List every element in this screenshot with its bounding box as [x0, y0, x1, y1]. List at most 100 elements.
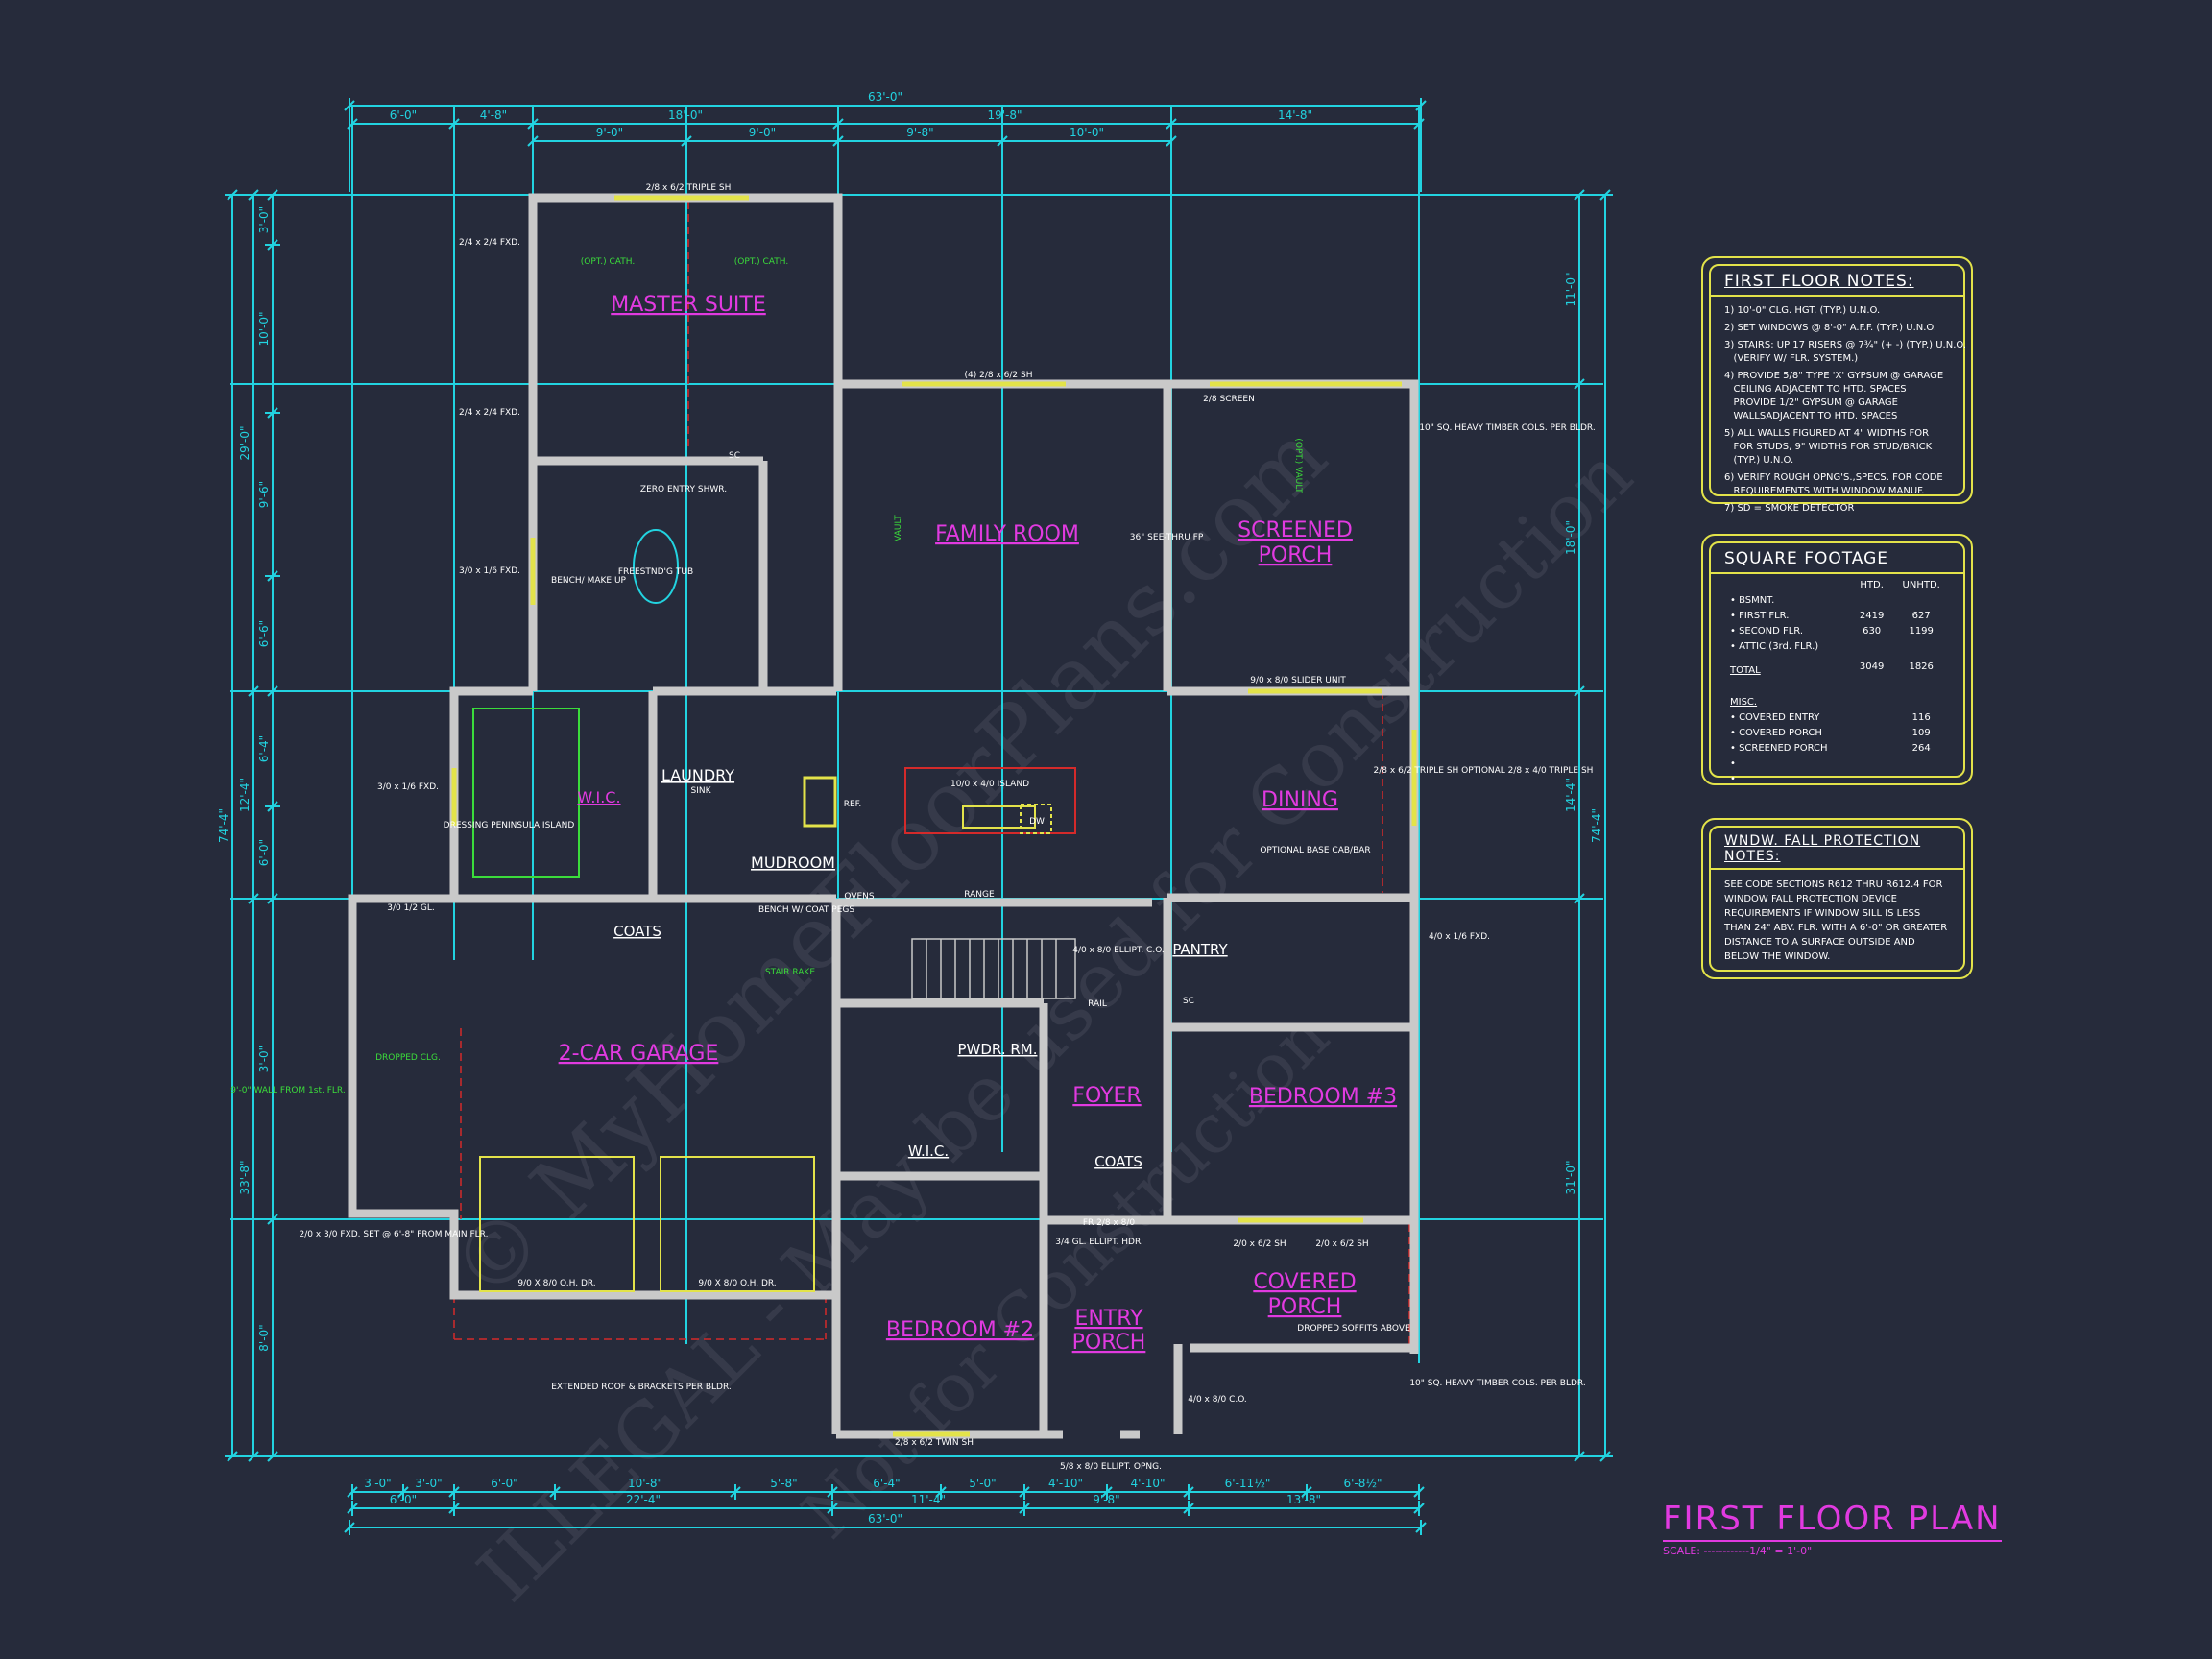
sf-cell: [1851, 741, 1893, 757]
dimension-slash: [1415, 100, 1427, 111]
note-opt-cath-2: (OPT.) CATH.: [734, 257, 788, 267]
note-bench-coat: BENCH W/ COAT PEGS: [758, 905, 854, 915]
dimension-label: 10'-0": [1070, 126, 1104, 139]
room-garage: 2-CAR GARAGE: [559, 1042, 719, 1066]
dimension-label: 9'-0": [596, 126, 623, 139]
sf-cell: 109: [1911, 728, 1931, 738]
sf-cell: UNHTD.: [1902, 580, 1940, 590]
room-covered-porch-line2: PORCH: [1268, 1295, 1342, 1319]
sf-cell: 1199: [1909, 626, 1934, 637]
dimension-label: 11'-4": [911, 1493, 946, 1506]
room-entry-porch-line1: ENTRY: [1074, 1307, 1143, 1331]
note-item: 2) SET WINDOWS @ 8'-0" A.F.F. (TYP.) U.N…: [1724, 323, 1937, 333]
dimension-label: 3'-0": [257, 1046, 271, 1072]
dimension-slash: [347, 1486, 358, 1498]
sf-cell: [1851, 757, 1893, 772]
room-bedroom-2: BEDROOM #2: [886, 1318, 1034, 1342]
room-screened-porch-line2: PORCH: [1259, 543, 1333, 567]
dimension-slash: [267, 407, 278, 419]
dimension-label: 12'-4": [238, 778, 252, 812]
sf-cell: • COVERED PORCH: [1730, 728, 1822, 738]
sf-cell: [1851, 710, 1893, 726]
dimension-label: 10'-8": [628, 1477, 662, 1490]
dimension-slash: [1415, 1522, 1427, 1533]
sf-misc-title: MISC.: [1730, 697, 1758, 708]
note-opt-cath-1: (OPT.) CATH.: [581, 257, 635, 267]
dimension-slash: [397, 1486, 409, 1498]
dimension-label: 22'-4": [626, 1493, 661, 1506]
note-bed3-fxd: 4/0 x 1/6 FXD.: [1429, 932, 1490, 942]
room-labels: MASTER SUITE FAMILY ROOM SCREENED PORCH …: [559, 293, 1398, 1355]
fall-protection-panel: WNDW. FALL PROTECTION NOTES: SEE CODE SE…: [1701, 818, 1973, 979]
room-pantry: PANTRY: [1172, 941, 1228, 958]
note-timber-1: 10" SQ. HEAVY TIMBER COLS. PER BLDR.: [1419, 423, 1595, 433]
dimension-slash: [730, 1486, 741, 1498]
note-base-cab: OPTIONAL BASE CAB/BAR: [1260, 846, 1370, 855]
dimension-slash: [1413, 1486, 1425, 1498]
sf-cell: [1892, 639, 1950, 655]
dimension-slash: [448, 1486, 460, 1498]
room-wic-bedroom2: W.I.C.: [908, 1142, 949, 1160]
dimension-label: 6'-0": [390, 108, 417, 122]
sf-row: •: [1724, 772, 1950, 787]
room-bedroom-3: BEDROOM #3: [1249, 1085, 1397, 1109]
sf-cell: • COVERED ENTRY: [1730, 712, 1820, 723]
drawing-scale: SCALE: ------------1/4" = 1'-0": [1663, 1545, 1813, 1557]
dimension-slash: [1183, 1503, 1194, 1514]
sf-cell: 2419: [1859, 611, 1885, 621]
sf-row: • ATTIC (3rd. FLR.): [1724, 639, 1950, 655]
note-item: 1) 10'-0" CLG. HGT. (TYP.) U.N.O.: [1724, 305, 1881, 316]
note-bed3-window-1: 2/0 x 6/2 SH: [1233, 1239, 1286, 1249]
sf-cell: TOTAL: [1730, 665, 1761, 676]
dimension-label: 3'-0": [415, 1477, 442, 1490]
dimension-label: 5'-0": [969, 1477, 996, 1490]
dimension-label: 19'-8": [987, 108, 1022, 122]
note-ovens: OVENS: [844, 892, 875, 902]
annotations: 2/8 x 6/2 TRIPLE SH 2/4 x 2/4 FXD. 2/4 x…: [230, 183, 1595, 1472]
dimension-label: 33'-8": [238, 1160, 252, 1194]
garage-door-1: [479, 1156, 635, 1292]
sf-row: HTD.UNHTD.: [1724, 578, 1950, 593]
room-wic-master: W.I.C.: [577, 788, 620, 806]
note-dropped-clg: DROPPED CLG.: [375, 1053, 441, 1063]
note-garage-door-2: 9/0 X 8/0 O.H. DR.: [698, 1279, 776, 1288]
dimension-label: 13'-8": [1286, 1493, 1321, 1506]
dimension-slash: [1599, 189, 1611, 201]
note-range: RANGE: [964, 890, 995, 900]
dimension-slash: [1413, 1503, 1425, 1514]
sf-row: • BSMNT.: [1724, 593, 1950, 609]
dimension-slash: [1301, 1486, 1312, 1498]
fall-protection-title: WNDW. FALL PROTECTION NOTES:: [1711, 828, 1963, 870]
note-dw: DW: [1029, 817, 1045, 827]
sf-cell: 264: [1911, 743, 1931, 754]
dimension-label: 31'-0": [1564, 1160, 1577, 1194]
dimension-slash: [1019, 1503, 1030, 1514]
hidden-lines: [453, 202, 1410, 1349]
dimension-slash: [267, 801, 278, 812]
dimension-slash: [347, 1503, 358, 1514]
dishwasher: [1020, 804, 1052, 834]
note-top-window: 2/8 x 6/2 TRIPLE SH: [646, 183, 732, 193]
note-ref: REF.: [844, 800, 862, 809]
note-screen: 2/8 SCREEN: [1203, 395, 1255, 404]
sf-cell: [1892, 757, 1950, 772]
note-gl: 3/0 1/2 GL.: [387, 903, 435, 913]
fall-protection-text: SEE CODE SECTIONS R612 THRU R612.4 FOR W…: [1724, 879, 1948, 962]
first-floor-notes-list: 1) 10'-0" CLG. HGT. (TYP.) U.N.O. 2) SET …: [1711, 297, 1966, 527]
dimension-label: 9'-8": [1093, 1493, 1119, 1506]
note-item: 7) SD = SMOKE DETECTOR: [1724, 503, 1855, 514]
room-laundry: LAUNDRY: [661, 766, 734, 784]
dimension-label: 14'-4": [1564, 778, 1577, 812]
dimension-slash: [1101, 1486, 1113, 1498]
note-timber-2: 10" SQ. HEAVY TIMBER COLS. PER BLDR.: [1409, 1379, 1585, 1388]
note-sc-2: SC: [1183, 997, 1194, 1006]
note-dressing: DRESSING PENINSULA ISLAND: [444, 821, 575, 830]
dimension-label: 4'-10": [1048, 1477, 1083, 1490]
refrigerator: [803, 776, 837, 828]
dimension-slash: [344, 100, 355, 111]
dimension-label: 18'-0": [1564, 520, 1577, 555]
square-footage-panel: SQUARE FOOTAGE HTD.UNHTD.• BSMNT.• FIRST…: [1701, 534, 1973, 785]
sf-cell: • FIRST FLR.: [1730, 611, 1790, 621]
drawing-title: FIRST FLOOR PLAN: [1663, 1500, 2002, 1542]
